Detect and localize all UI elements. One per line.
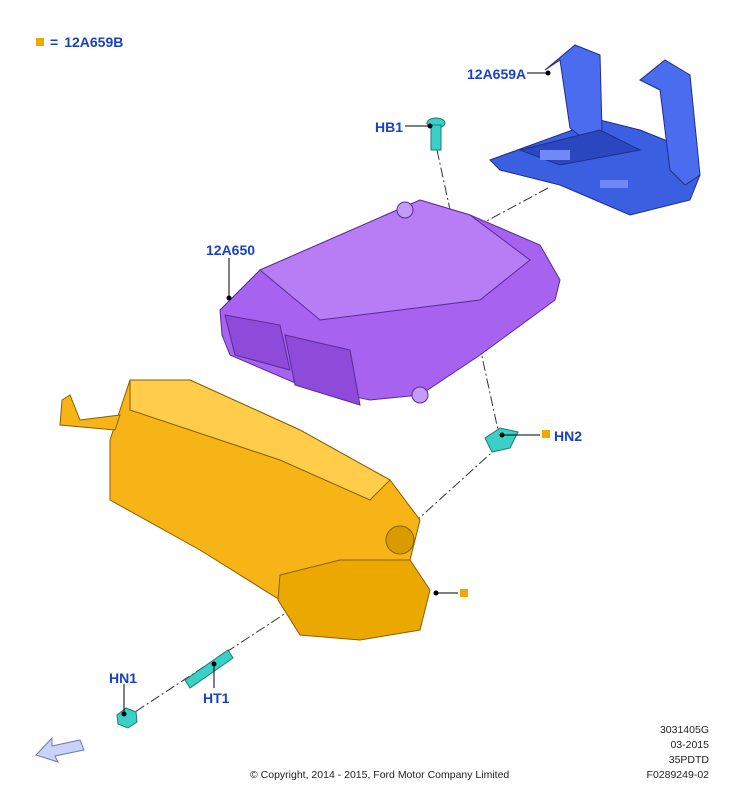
legend-equals: =	[50, 34, 59, 50]
nut-hn2	[484, 427, 519, 453]
callout-hn1: HN1	[109, 670, 138, 686]
callout-bracket: 12A659A	[467, 66, 527, 82]
marker-hn2	[542, 430, 550, 438]
code2: 35PDTD	[668, 754, 709, 766]
legend-part: 12A659B	[64, 34, 124, 50]
marker-housing	[460, 589, 468, 597]
callout-hb1: HB1	[375, 119, 404, 135]
code1: 3031405G	[659, 724, 709, 736]
callout-module: 12A650	[206, 242, 256, 258]
front-arrow-icon	[35, 736, 85, 763]
legend: = 12A659B	[36, 34, 123, 50]
stud-ht1	[184, 649, 234, 689]
nut-hn1	[116, 707, 138, 729]
date: 03-2015	[670, 739, 709, 751]
code3: F0289249-02	[646, 769, 709, 781]
callout-ht1: HT1	[203, 690, 230, 706]
copyright: © Copyright, 2014 - 2015, Ford Motor Com…	[250, 769, 510, 781]
bolt-hb1	[426, 117, 446, 151]
callout-hn2: HN2	[554, 428, 583, 444]
housing-12A659B	[59, 379, 431, 641]
leader-lines	[121, 70, 551, 717]
bracket-12A659A	[489, 44, 701, 216]
module-12A650	[219, 199, 561, 406]
legend-marker	[36, 38, 44, 46]
